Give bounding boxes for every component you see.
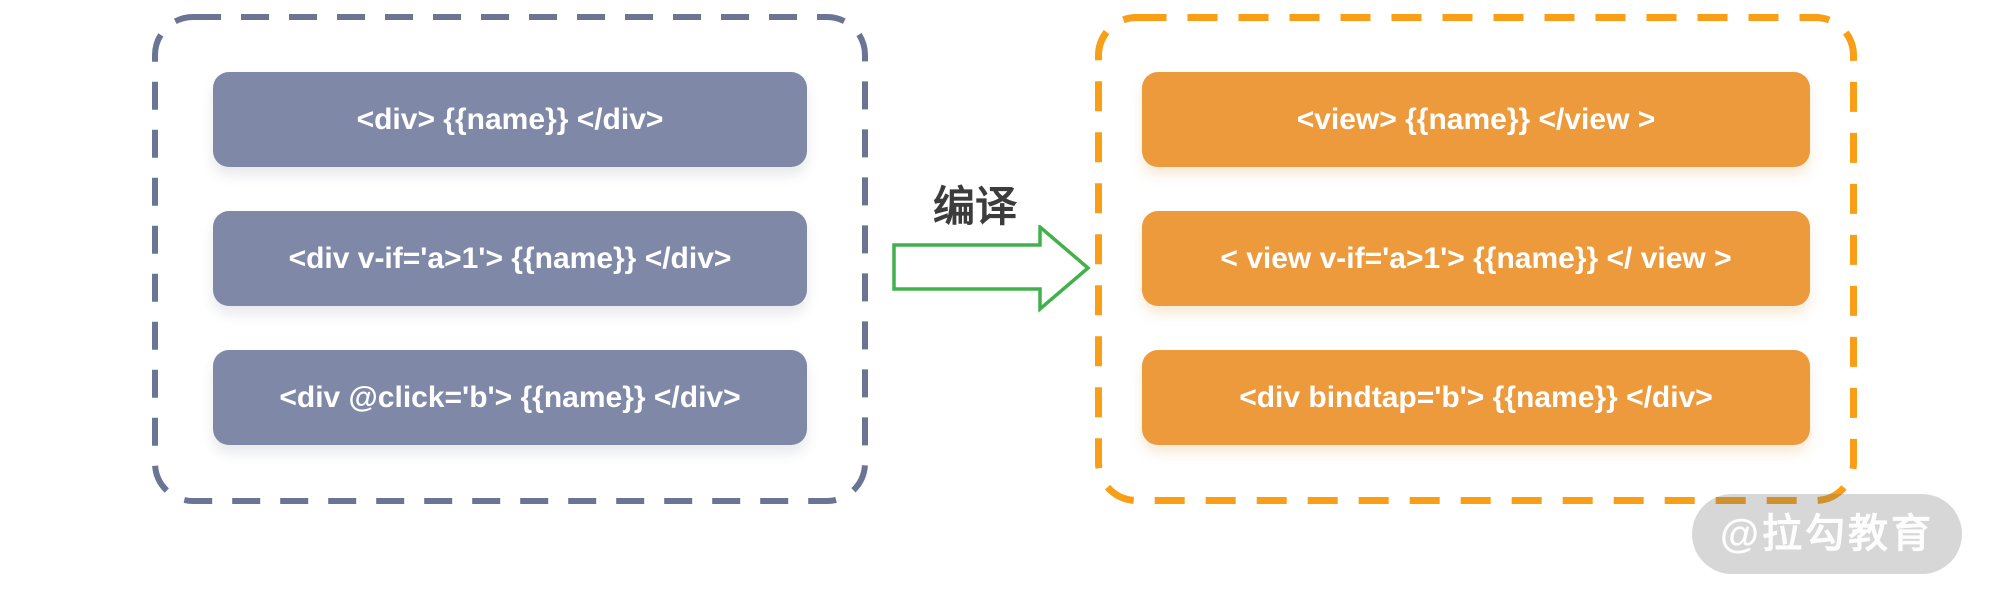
target-code-text-1: <view> {{name}} </view > [1296, 102, 1656, 136]
right-arrow-icon [892, 225, 1091, 313]
source-box-list: <div> {{name}} </div> <div v-if='a>1'> {… [152, 14, 868, 445]
target-code-box-3: <div bindtap='b'> {{name}} </div> [1142, 350, 1810, 445]
source-code-box-2: <div v-if='a>1'> {{name}} </div> [213, 211, 807, 306]
source-code-text-1: <div> {{name}} </div> [356, 102, 664, 136]
target-code-text-3: <div bindtap='b'> {{name}} </div> [1239, 380, 1713, 414]
target-code-box-1: <view> {{name}} </view > [1142, 72, 1810, 167]
source-code-box-3: <div @click='b'> {{name}} </div> [213, 350, 807, 445]
source-code-text-2: <div v-if='a>1'> {{name}} </div> [288, 241, 732, 275]
compile-arrow-group: 编译 [868, 180, 1095, 320]
compile-label: 编译 [932, 183, 1017, 230]
source-code-text-3: <div @click='b'> {{name}} </div> [279, 380, 741, 414]
target-code-text-2: < view v-if='a>1'> {{name}} </ view > [1220, 241, 1732, 275]
target-panel: <view> {{name}} </view > < view v-if='a>… [1095, 14, 1857, 504]
source-panel: <div> {{name}} </div> <div v-if='a>1'> {… [152, 14, 868, 504]
target-code-box-2: < view v-if='a>1'> {{name}} </ view > [1142, 211, 1810, 306]
source-code-box-1: <div> {{name}} </div> [213, 72, 807, 167]
watermark-badge: @拉勾教育 [1692, 494, 1962, 574]
target-box-list: <view> {{name}} </view > < view v-if='a>… [1095, 14, 1857, 445]
